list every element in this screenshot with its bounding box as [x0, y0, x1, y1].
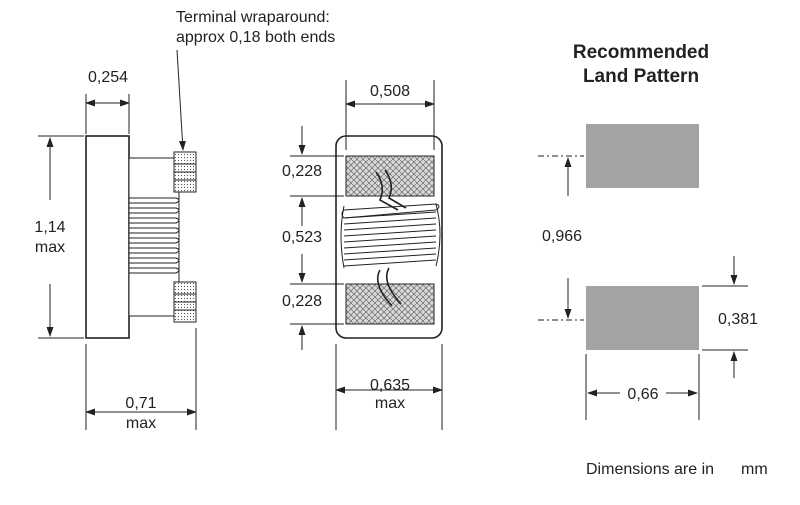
middle-section-label: 0,523 — [282, 229, 322, 246]
front-width-label: 0,635 — [370, 377, 410, 394]
top-width-label: 0,508 — [370, 83, 410, 100]
pad-width-label: 0,66 — [627, 386, 658, 403]
side-view-bottom-terminal — [173, 281, 197, 323]
depth-suffix: max — [126, 415, 156, 432]
pad-height-dimension: 0,381 — [702, 256, 758, 378]
top-width-dimension: 0,508 — [345, 80, 435, 150]
front-view: 0,508 0,228 0,523 0,228 0,635 max — [282, 80, 443, 430]
terminal-note: Terminal wraparound: approx 0,18 both en… — [176, 9, 335, 151]
front-view-coil — [340, 169, 441, 307]
front-width-dimension: 0,635 max — [335, 344, 443, 430]
depth-dimension: 0,71 max — [85, 328, 197, 432]
side-view: 0,254 1,14 max 0,71 max — [34, 69, 197, 432]
flange-width-label: 0,254 — [88, 69, 128, 86]
units-note: Dimensions are in mm — [586, 461, 768, 478]
pad-width-dimension: 0,66 — [585, 354, 700, 420]
height-label: 1,14 — [34, 219, 65, 236]
flange-width-dimension: 0,254 — [85, 69, 130, 134]
height-suffix: max — [35, 239, 65, 256]
height-dimension: 1,14 max — [34, 135, 84, 339]
side-view-flange — [85, 135, 130, 339]
land-pattern: Recommended Land Pattern 0,966 0,381 0,6 — [538, 42, 758, 420]
upper-section-label: 0,228 — [282, 163, 322, 180]
front-width-suffix: max — [375, 395, 405, 412]
lower-section-label: 0,228 — [282, 293, 322, 310]
section-dimensions: 0,228 0,523 0,228 — [282, 126, 344, 350]
terminal-note-line1: Terminal wraparound: — [176, 9, 330, 26]
side-view-core — [128, 157, 180, 317]
terminal-note-leader — [176, 49, 186, 151]
pad-height-label: 0,381 — [718, 311, 758, 328]
front-view-upper-pad — [345, 155, 435, 197]
depth-label: 0,71 — [125, 395, 156, 412]
land-pattern-bottom-pad — [586, 286, 699, 350]
pad-span-label: 0,966 — [542, 228, 582, 245]
terminal-note-line2: approx 0,18 both ends — [176, 29, 335, 46]
side-view-coil — [129, 197, 180, 274]
land-pattern-title-line1: Recommended — [573, 42, 709, 63]
side-view-top-terminal — [173, 151, 197, 193]
land-pattern-title-line2: Land Pattern — [583, 66, 699, 87]
units-note-text: Dimensions are in — [586, 461, 714, 478]
land-pattern-top-pad — [586, 124, 699, 188]
units-note-unit: mm — [741, 461, 768, 478]
pad-span-dimension: 0,966 — [538, 155, 584, 321]
